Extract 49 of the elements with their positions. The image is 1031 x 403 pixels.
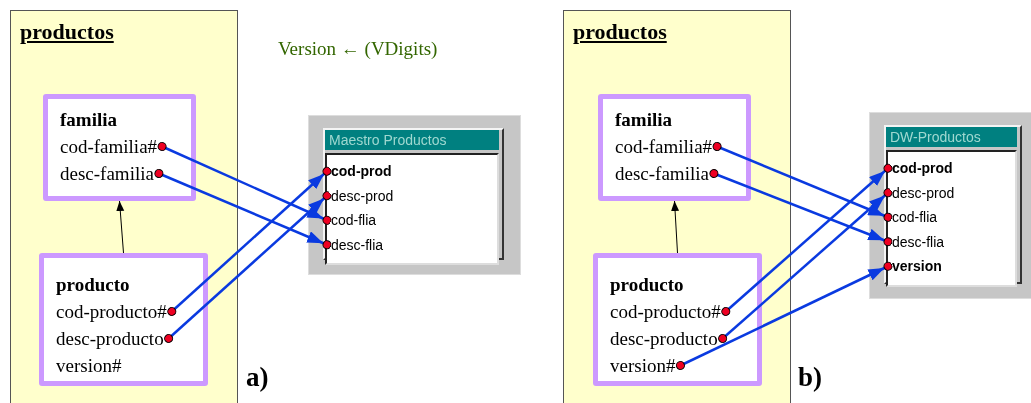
mapping-arrow <box>167 166 332 316</box>
table-field: desc-flia <box>327 232 497 257</box>
package-title: productos <box>20 19 114 45</box>
package-panel <box>563 10 791 403</box>
annotation: Version ← (VDigits) <box>278 38 438 60</box>
mapping-arrow <box>154 169 332 250</box>
entity-title: familia <box>615 108 672 132</box>
mapping-arrow <box>164 191 332 343</box>
attribute: cod-familia# <box>615 133 718 160</box>
entity-box <box>39 253 208 386</box>
panel-label: a) <box>246 362 269 393</box>
attribute: version# <box>56 352 127 379</box>
attribute: desc-producto <box>56 325 169 352</box>
attribute: cod-producto# <box>610 298 726 325</box>
table-field: cod-flia <box>888 205 1015 230</box>
table-field: desc-prod <box>327 183 497 208</box>
entity-title: producto <box>56 273 130 297</box>
mapping-arrow <box>718 188 893 343</box>
mapping-arrow <box>157 142 332 225</box>
table-window <box>308 115 521 275</box>
attribute: cod-producto# <box>56 298 172 325</box>
panel-label: b) <box>798 362 822 393</box>
entity-box <box>593 253 762 386</box>
window-title-bar: Maestro Productos <box>325 130 499 150</box>
table-field: cod-flia <box>327 208 497 233</box>
entity-title: familia <box>60 108 117 132</box>
mapping-arrow <box>721 163 893 316</box>
relationship-arrow <box>671 200 680 254</box>
entity-box <box>598 94 751 201</box>
window-title-bar: DW-Productos <box>886 127 1017 147</box>
table-field: cod-prod <box>327 159 497 184</box>
entity-title: producto <box>610 273 684 297</box>
table-field: version <box>888 254 1015 279</box>
mapping-arrow <box>709 169 893 247</box>
table-window <box>869 112 1031 299</box>
attribute: desc-producto <box>610 325 723 352</box>
entity-box <box>43 94 196 201</box>
attribute: cod-familia# <box>60 133 163 160</box>
relationship-arrow <box>116 200 125 254</box>
mapping-arrow <box>712 142 893 222</box>
attribute: desc-familia <box>60 160 159 187</box>
package-panel <box>10 10 238 403</box>
table-field: desc-flia <box>888 229 1015 254</box>
package-title: productos <box>573 19 667 45</box>
table-field: cod-prod <box>888 156 1015 181</box>
attribute: version# <box>610 352 681 379</box>
table-field: desc-prod <box>888 180 1015 205</box>
attribute: desc-familia <box>615 160 714 187</box>
mapping-arrow <box>675 261 893 370</box>
